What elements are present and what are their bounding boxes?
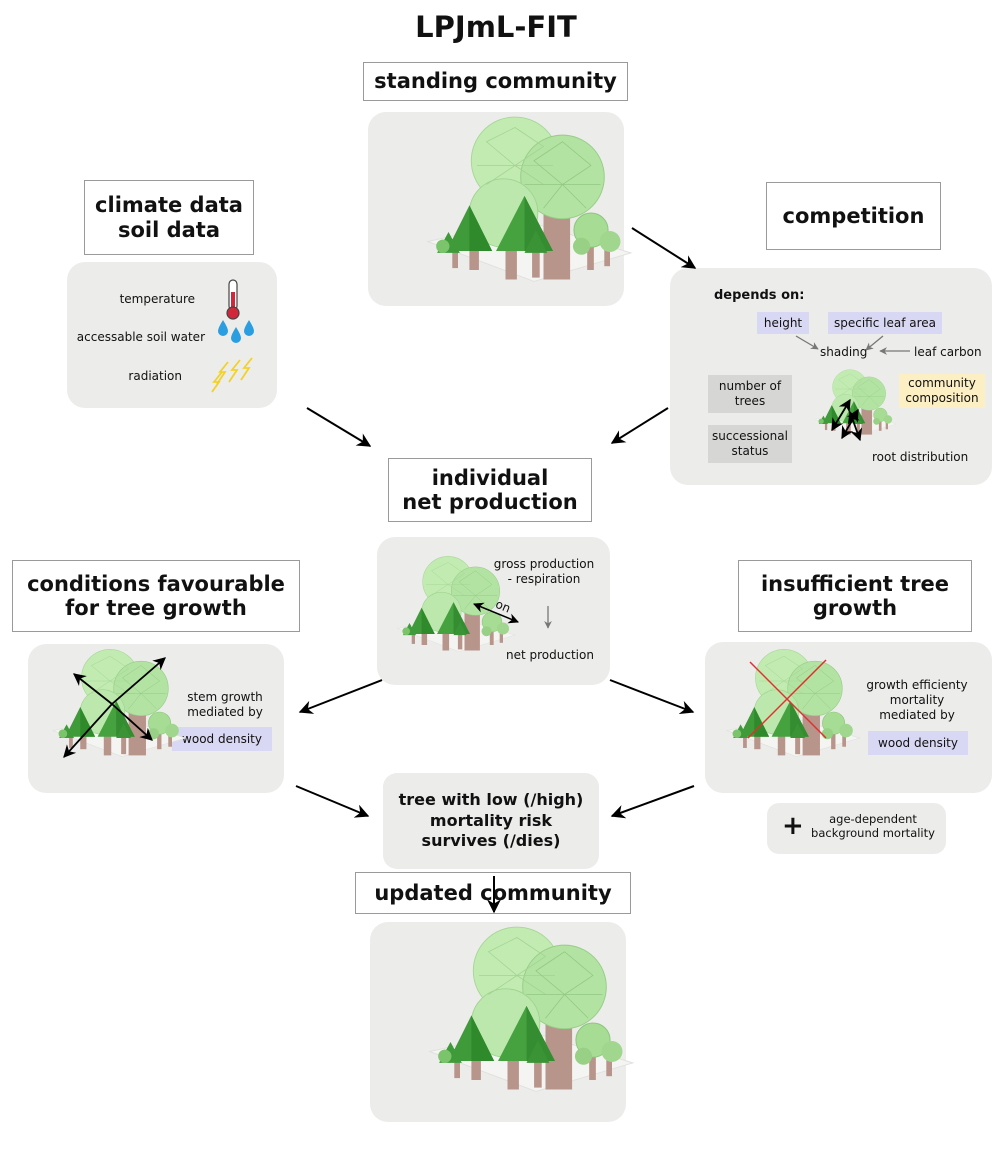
favourable-conditions-label: conditions favourable for tree growth (12, 560, 300, 632)
wood-density-chip-right: wood density (868, 731, 968, 755)
standing-community-label: standing community (363, 62, 628, 101)
climate-soil-label: climate data soil data (84, 180, 254, 255)
diagram-title: LPJmL-FIT (415, 10, 577, 44)
depends-on-label: depends on: (714, 288, 805, 303)
root-distribution-label: root distribution (872, 450, 969, 464)
insufficient-growth-label: insufficient tree growth (738, 560, 972, 632)
number-of-trees-chip: number of trees (708, 375, 792, 413)
individual-net-production-label: individual net production (388, 458, 592, 522)
net-production-label: net production (506, 648, 594, 662)
background-mortality-label: age-dependent background mortality (811, 812, 935, 841)
shading-label: shading (820, 345, 868, 359)
competition-label: competition (766, 182, 941, 250)
carbon-plus: + (466, 608, 479, 626)
stem-growth-label: stem growth mediated by (187, 690, 263, 719)
outcome-box: tree with low (/high) mortality risk sur… (383, 773, 599, 869)
mortality-label: growth efficienty mortality mediated by (866, 678, 968, 722)
standing-community-panel (368, 112, 624, 306)
radiation-label: radiation (128, 369, 182, 383)
plus-sign: + (782, 811, 804, 841)
leaf-carbon-label: leaf carbon (914, 345, 982, 359)
temperature-label: temperature (119, 292, 195, 306)
carbon-minus: - (494, 616, 501, 634)
successional-status-chip: successional status (708, 425, 792, 463)
updated-community-panel (370, 922, 626, 1122)
wood-density-chip-left: wood density (172, 727, 272, 751)
soil-water-label: accessable soil water (76, 330, 205, 344)
height-chip: height (757, 312, 809, 334)
climate-panel (67, 262, 277, 408)
background-mortality-panel (767, 803, 946, 854)
gross-production-label: gross production - respiration (493, 557, 595, 586)
updated-community-label: updated community (355, 872, 631, 914)
community-composition-chip: community composition (899, 374, 985, 408)
specific-leaf-area-chip: specific leaf area (828, 312, 942, 334)
